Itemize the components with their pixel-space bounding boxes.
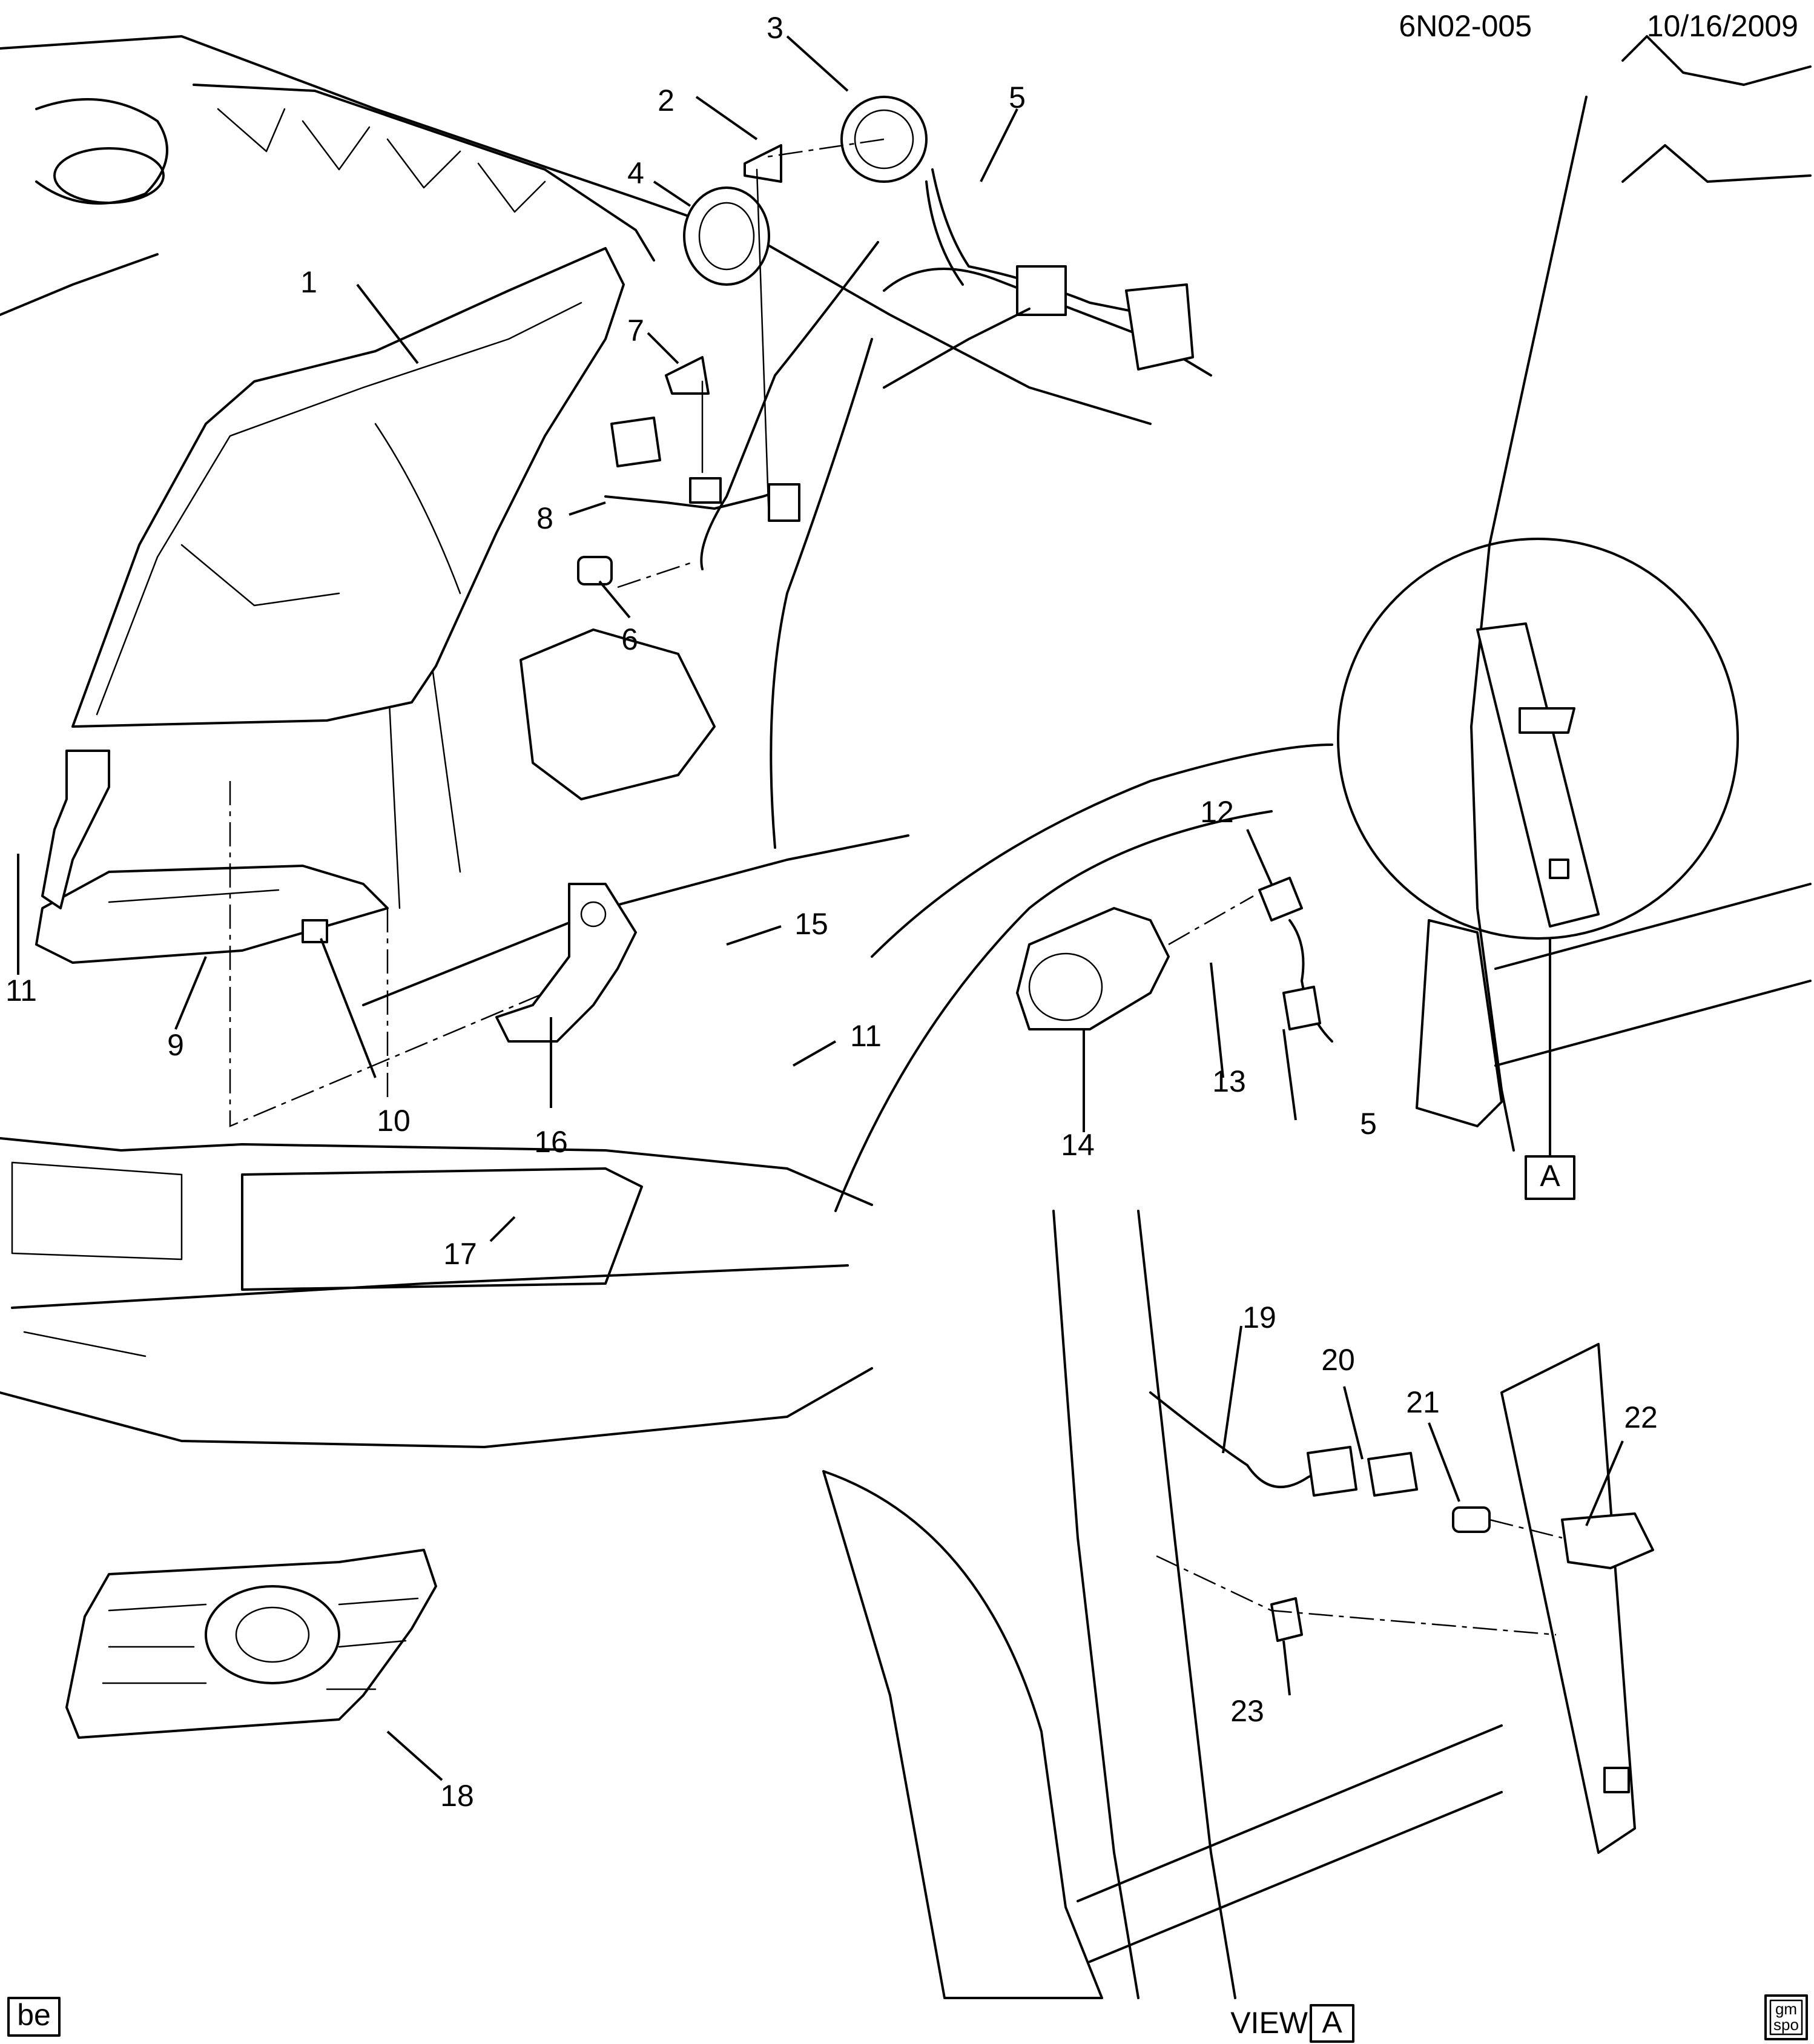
wiring-harness [604, 168, 1194, 570]
view-label-letter: A [1322, 2005, 1342, 2039]
callout-20: 20 [1321, 1343, 1355, 1377]
corner-tag-text: be [17, 1998, 51, 2032]
headlamp-bracket [35, 750, 389, 964]
callout-22: 22 [1624, 1400, 1658, 1434]
callout-3: 3 [767, 11, 783, 45]
headlamp-bulbs [665, 96, 928, 522]
alignment-lines [229, 138, 1563, 1636]
front-bumper [0, 743, 1333, 1448]
callout-9: 9 [167, 1028, 184, 1062]
callout-12: 12 [1200, 795, 1234, 829]
fog-lamp [1016, 877, 1333, 1043]
callout-labels: 1 2 3 4 5 6 7 8 9 10 11 11 12 13 14 15 1… [5, 11, 1658, 1813]
logo-text-bottom: spo [1773, 2016, 1799, 2034]
callout-21: 21 [1406, 1385, 1440, 1419]
callout-13: 13 [1212, 1064, 1246, 1098]
callout-17: 17 [443, 1237, 477, 1271]
diagram-code: 6N02-005 [1399, 9, 1532, 43]
headlamp-assembly [71, 247, 625, 728]
fascia-bracket [495, 883, 637, 1043]
callout-19: 19 [1242, 1301, 1276, 1334]
door-fender-upper [1416, 35, 1812, 1152]
callout-6: 6 [621, 622, 638, 656]
callout-5: 5 [1009, 81, 1026, 114]
lamp-cap [577, 556, 613, 585]
side-marker-lamp [1500, 1343, 1654, 1854]
corner-tag: be [7, 1997, 61, 2037]
gm-spo-logo: gm spo [1764, 1994, 1808, 2040]
detail-circle-a [1337, 538, 1739, 940]
callout-1: 1 [300, 265, 317, 299]
view-a-fender [822, 1210, 1503, 1999]
callout-14: 14 [1061, 1128, 1095, 1162]
callout-16: 16 [534, 1125, 568, 1159]
view-a-label: VIEW A [1230, 2004, 1354, 2043]
view-label-prefix: VIEW [1230, 2006, 1308, 2040]
fog-lamp-bezel [65, 1549, 437, 1739]
leader-lines [17, 35, 1624, 1781]
callout-4: 4 [627, 156, 644, 190]
callout-23: 23 [1230, 1694, 1264, 1728]
side-marker-harness [1149, 1391, 1491, 1533]
view-box-letter: A [1540, 1159, 1560, 1193]
callout-2: 2 [658, 84, 674, 117]
diagram-date: 10/16/2009 [1647, 9, 1798, 43]
retainer-clip [302, 919, 328, 943]
view-box-a: A [1525, 938, 1575, 1200]
marker-clip [1270, 1597, 1303, 1642]
callout-8: 8 [536, 501, 553, 535]
callout-18: 18 [440, 1779, 474, 1813]
callout-11-right: 11 [850, 1019, 882, 1053]
logo-text-top: gm [1775, 2000, 1797, 2018]
callout-5-lower: 5 [1360, 1107, 1377, 1141]
callout-11-left: 11 [5, 974, 37, 1007]
callout-15: 15 [794, 907, 828, 941]
callout-7: 7 [627, 314, 644, 348]
callout-10: 10 [377, 1104, 411, 1138]
